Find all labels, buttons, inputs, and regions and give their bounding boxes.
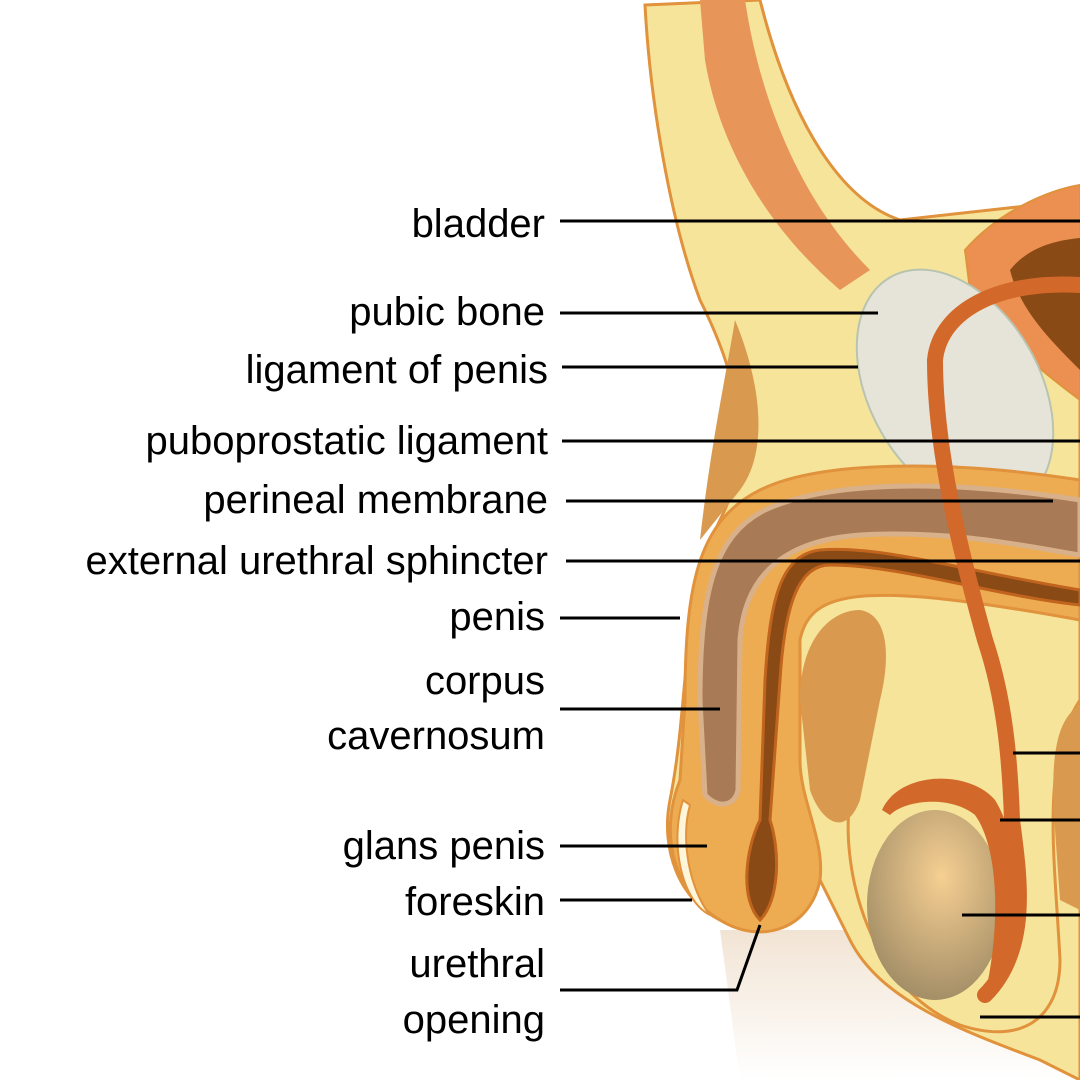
- leader-lines: [560, 219, 1080, 1019]
- label-urethral-opening-line2: opening: [402, 998, 545, 1042]
- foreskin-shape: [676, 798, 711, 916]
- label-corpus-cavernosum-line2: cavernosum: [327, 714, 545, 758]
- thigh-shade-right: [1053, 705, 1080, 910]
- label-ligament-of-penis: ligament of penis: [245, 348, 548, 392]
- label-corpus-cavernosum-line1: corpus: [424, 659, 545, 703]
- label-urethral-opening-line1: urethral: [409, 942, 545, 986]
- thigh-shade: [800, 610, 886, 823]
- label-glans-penis: glans penis: [342, 824, 545, 868]
- label-bladder: bladder: [411, 202, 545, 246]
- epididymis-shape: [882, 778, 1019, 995]
- muscle-band: [700, 0, 870, 290]
- urethra-shape: [745, 547, 1080, 923]
- label-penis: penis: [449, 595, 545, 639]
- label-puboprostatic-ligament: puboprostatic ligament: [145, 419, 548, 463]
- label-external-urethral-sphincter: external urethral sphincter: [85, 539, 548, 583]
- label-perineal-membrane: perineal membrane: [203, 478, 548, 522]
- vas-deferens: [926, 276, 1080, 1003]
- corpus-cavernosum-shape: [697, 483, 1080, 807]
- label-pubic-bone: pubic bone: [349, 290, 545, 334]
- testis-shape: [867, 810, 1003, 1000]
- label-foreskin: foreskin: [404, 880, 545, 924]
- bladder-inner: [1010, 238, 1080, 370]
- buttock-shade: [700, 320, 759, 540]
